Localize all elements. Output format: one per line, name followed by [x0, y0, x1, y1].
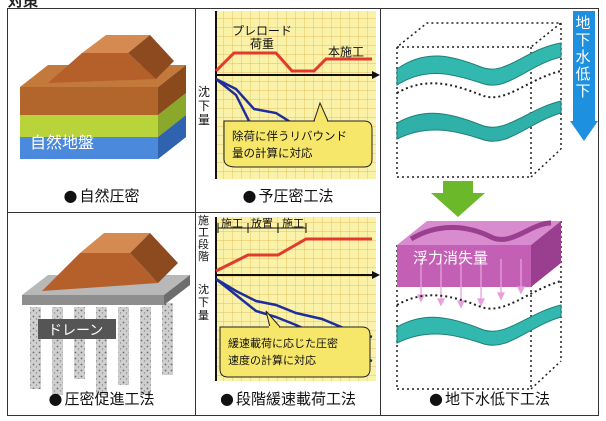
caption-staged: ●段階緩速載荷工法 [196, 388, 380, 409]
ground-label: 自然地盤 [30, 133, 95, 152]
caption-natural: ●自然圧密 [8, 185, 195, 206]
bullet-icon: ● [48, 389, 63, 408]
caption-staged-text: 段階緩速載荷工法 [235, 390, 356, 408]
panel-staged: 施 工 段 階 沈 下 量 施工 放置 施工 緩速載荷に応じた圧密 速度の計算に… [196, 213, 380, 415]
bullet-icon: ● [242, 186, 257, 205]
caption-preload: ●予圧密工法 [196, 185, 380, 206]
header-label: 対策 [8, 0, 39, 10]
drain-illustration [22, 233, 190, 395]
caption-groundwater: ●地下水低下工法 [381, 388, 598, 409]
natural-ground-illustration [20, 35, 186, 159]
buoyancy-label: 浮力消失量 [413, 249, 489, 267]
panel-groundwater: 地下水低下 浮力消失量 ●地下水低下工法 [381, 9, 598, 415]
staged-axis-top: 施 工 段 階 [198, 214, 209, 263]
caption-natural-text: 自然圧密 [79, 187, 140, 205]
panel-drain: ドレーン ●圧密促進工法 [8, 213, 195, 415]
groundwater-illustration [394, 11, 598, 390]
panel-preload: プレロード 荷重 本施工 沈 下 量 除荷に伴うリバウンド 量の計算に対応 ●予… [196, 9, 380, 212]
groundwater-arrow-label: 地下水低下 [575, 14, 591, 100]
staged-note: 緩速載荷に応じた圧密 速度の計算に対応 [228, 337, 338, 367]
preload-graph [214, 11, 380, 179]
staged-step-1: 施工 [221, 217, 243, 230]
preload-axis-label: 沈 下 量 [198, 85, 211, 127]
bullet-icon: ● [220, 389, 234, 408]
caption-drain-text: 圧密促進工法 [64, 390, 155, 408]
staged-step-2: 放置 [251, 217, 273, 230]
preload-load-label: プレロード 荷重 [232, 24, 293, 51]
bullet-icon: ● [63, 186, 78, 205]
preload-note: 除荷に伴うリバウンド 量の計算に対応 [232, 129, 347, 160]
staged-axis-bottom: 沈 下 量 [198, 283, 209, 322]
caption-preload-text: 予圧密工法 [258, 187, 334, 205]
staged-graph [215, 217, 380, 381]
staged-step-3: 施工 [282, 217, 304, 230]
panel-natural: 自然地盤 ●自然圧密 [8, 9, 195, 212]
preload-main-label: 本施工 [328, 45, 365, 59]
drain-label: ドレーン [48, 323, 104, 339]
bullet-icon: ● [429, 389, 443, 408]
caption-groundwater-text: 地下水低下工法 [444, 390, 550, 408]
caption-drain: ●圧密促進工法 [8, 388, 195, 409]
